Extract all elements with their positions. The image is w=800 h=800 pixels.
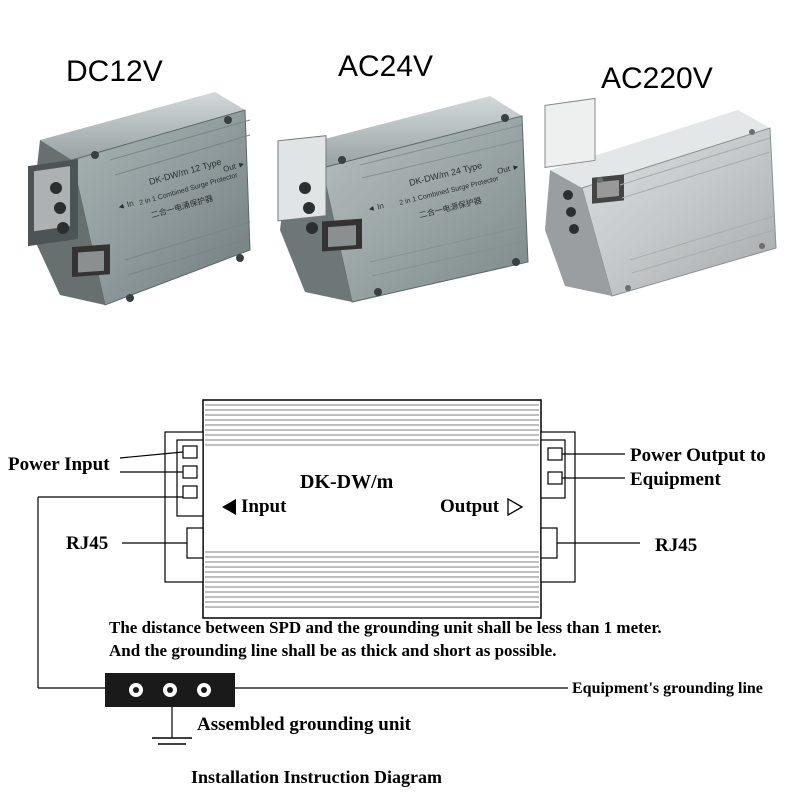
power-output-label-line2: Equipment [630,469,721,490]
rj45-left-label: RJ45 [66,533,109,554]
grounding-unit [105,673,235,707]
grounding-line-label: Equipment's grounding line [572,680,763,697]
grounding-unit-label: Assembled grounding unit [197,714,411,735]
input-label: Input [241,496,287,517]
product2-in-label: ◄ In [366,201,384,214]
input-arrow-icon [222,499,236,515]
product-ac220v [544,97,777,297]
rj45-right-label: RJ45 [655,535,698,556]
product-dc12v: DK-DW/m 12 Type 2 in 1 Combined Surge Pr… [28,92,251,306]
right-end-plate [540,431,576,583]
device-body [202,399,542,619]
power-input-label: Power Input [8,454,110,475]
output-arrow-icon [507,497,524,517]
voltage-label-ac24v: AC24V [338,50,434,83]
voltage-label-dc12v: DC12V [66,55,163,88]
power-output-label-line1: Power Output to [630,445,766,466]
note-line-1: The distance between SPD and the groundi… [109,618,662,637]
connection-lines [37,451,640,738]
device-label: DK-DW/m [300,471,394,493]
note-line-2: And the grounding line shall be as thick… [109,641,557,660]
output-label: Output [440,496,500,517]
product-photos: DK-DW/m 12 Type 2 in 1 Combined Surge Pr… [28,92,777,306]
diagram-caption: Installation Instruction Diagram [191,767,443,787]
product1-in-label: ◄ In [116,199,135,212]
voltage-label-ac220v: AC220V [601,62,713,95]
product-ac24v: DK-DW/m 24 Type 2 in 1 Combined Surge Pr… [277,96,529,303]
left-end-plate [164,431,204,583]
ground-symbol [152,737,192,745]
